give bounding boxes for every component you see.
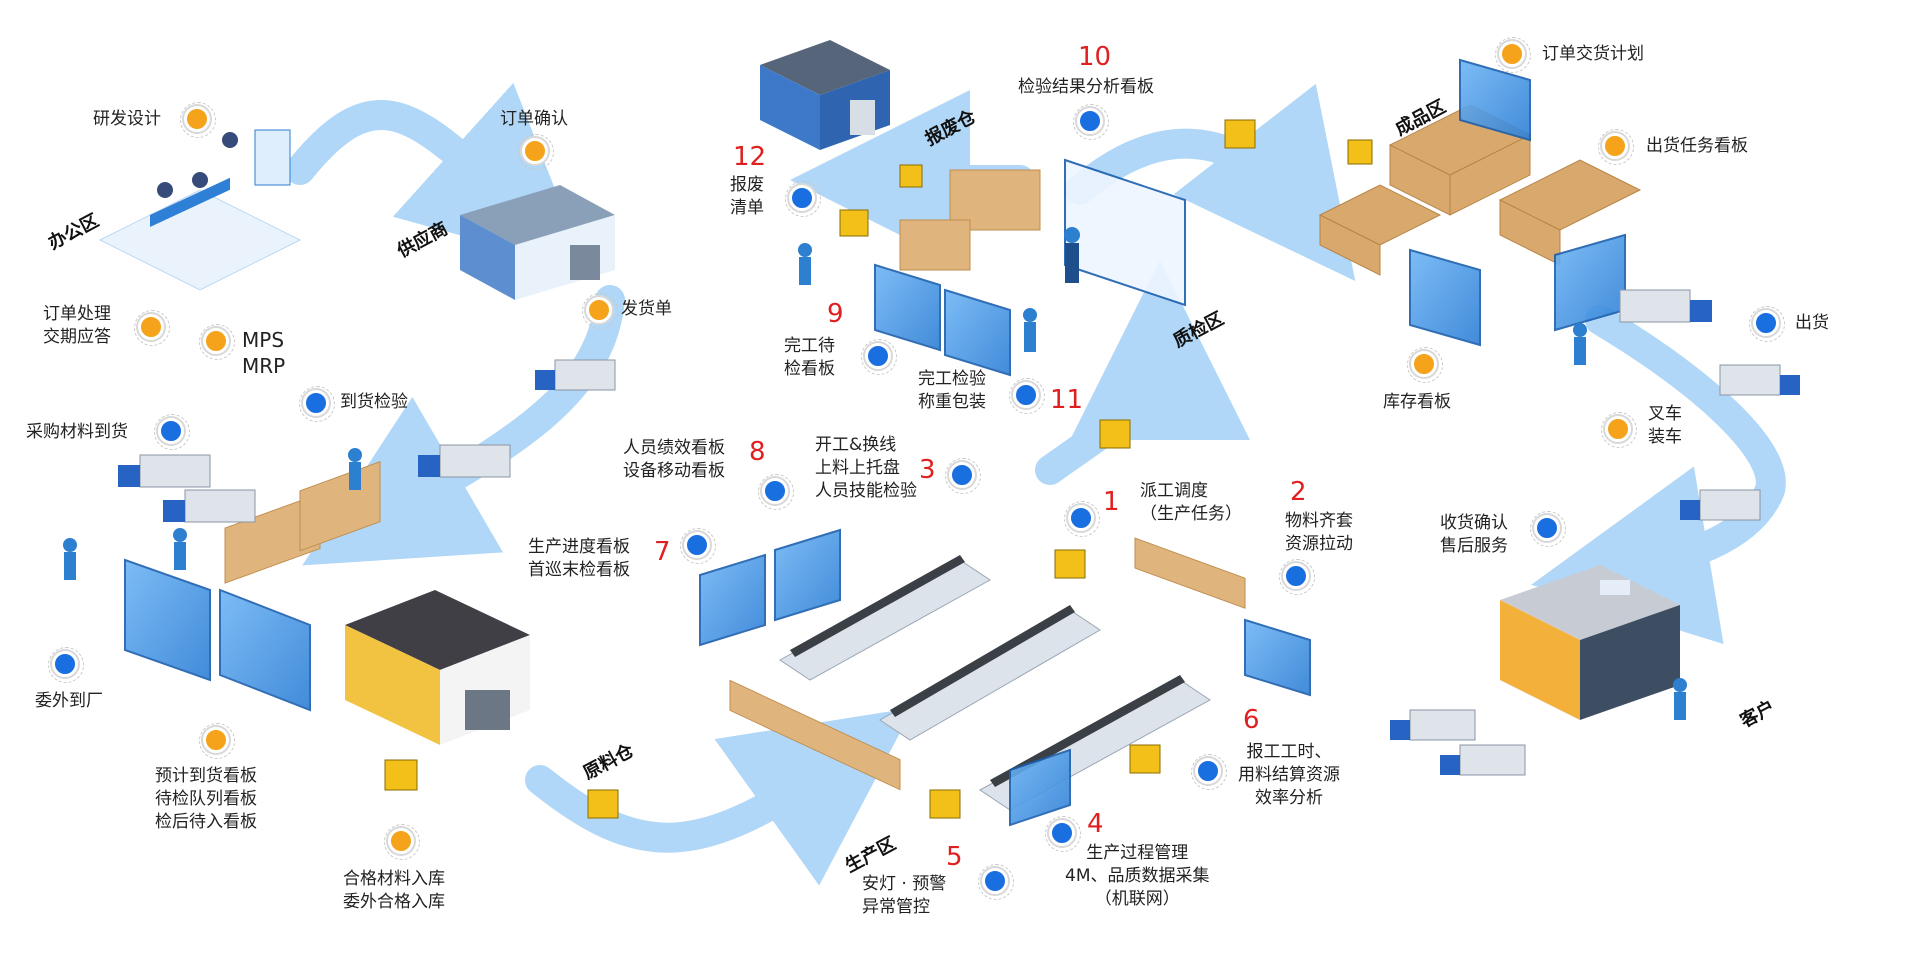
marker-dot	[680, 528, 716, 564]
marker-dot	[1598, 129, 1634, 165]
marker-dot	[1601, 412, 1637, 448]
marker-dot	[945, 458, 981, 494]
step-number-7: 7	[654, 537, 671, 567]
label-delivery-plan: 订单交货计划	[1542, 44, 1644, 64]
scrap-building	[760, 40, 890, 150]
marker-dot	[582, 293, 618, 329]
step-number-5: 5	[946, 842, 963, 872]
office-platform	[98, 129, 302, 291]
marker-dot	[1749, 306, 1785, 342]
label-scrap-list: 报废清单	[730, 175, 764, 218]
marker-dot	[154, 414, 190, 450]
marker-dot	[48, 647, 84, 683]
label-inspection-board: 检验结果分析看板	[1018, 77, 1154, 97]
label-staff-boards: 人员绩效看板设备移动看板	[623, 438, 725, 481]
step-number-4: 4	[1087, 809, 1104, 839]
label-order-process: 订单处理交期应答	[43, 304, 111, 347]
marker-dot	[518, 134, 554, 170]
marker-dot	[299, 386, 335, 422]
label-ship-note: 发货单	[621, 299, 672, 319]
forklifts	[384, 119, 1373, 819]
step-number-6: 6	[1243, 705, 1260, 735]
raw-warehouse	[345, 590, 530, 745]
label-andon: 安灯 · 预警异常管控	[862, 874, 947, 917]
label-material-pull: 物料齐套资源拉动	[1285, 511, 1353, 554]
marker-dot	[1530, 511, 1566, 547]
label-purchase-arrival: 采购材料到货	[26, 422, 128, 442]
marker-dot	[1495, 37, 1531, 73]
label-finish-wait: 完工待检看板	[784, 336, 835, 379]
marker-dot	[1191, 754, 1227, 790]
label-arrival-boards: 预计到货看板待检队列看板检后待入看板	[155, 766, 257, 832]
label-report-work: 报工工时、用料结算资源效率分析	[1238, 742, 1340, 808]
label-forklift-load: 叉车装车	[1648, 404, 1682, 447]
step-number-8: 8	[749, 437, 766, 467]
marker-dot	[199, 723, 235, 759]
workers	[63, 227, 1687, 720]
marker-dot	[384, 824, 420, 860]
label-order-confirm: 订单确认	[500, 109, 568, 129]
step-number-9: 9	[827, 299, 844, 329]
label-ship-out: 出货	[1795, 313, 1829, 333]
marker-dot	[1064, 501, 1100, 537]
marker-dot	[1009, 378, 1045, 414]
trucks	[118, 289, 1800, 776]
label-receipt: 收货确认售后服务	[1440, 513, 1508, 556]
production-lines	[779, 555, 1211, 811]
marker-dot	[785, 181, 821, 217]
label-arrival-check: 到货检验	[340, 392, 408, 412]
step-number-1: 1	[1103, 487, 1120, 517]
storage-racks	[224, 169, 1246, 791]
marker-dot	[1073, 104, 1109, 140]
marker-dot	[180, 102, 216, 138]
step-number-12: 12	[733, 142, 767, 172]
label-inventory-board: 库存看板	[1383, 392, 1451, 412]
marker-dot	[861, 339, 897, 375]
step-number-11: 11	[1050, 385, 1084, 415]
marker-dot	[978, 864, 1014, 900]
label-qualified-in: 合格材料入库委外合格入库	[343, 869, 445, 912]
customer-building	[1500, 565, 1680, 720]
label-finish-check: 完工检验称重包装	[918, 369, 986, 412]
label-ship-task: 出货任务看板	[1646, 136, 1748, 156]
label-dispatch: 派工调度（生产任务）	[1140, 481, 1242, 524]
label-rd: 研发设计	[93, 109, 161, 129]
supplier-building	[460, 185, 615, 300]
step-number-2: 2	[1290, 477, 1307, 507]
label-progress-boards: 生产进度看板首巡末检看板	[528, 537, 630, 580]
label-outsource-arrival: 委外到厂	[35, 691, 103, 711]
marker-dot	[199, 324, 235, 360]
label-start-line: 开工&换线上料上托盘人员技能检验	[815, 435, 917, 501]
step-number-10: 10	[1078, 42, 1112, 72]
step-number-3: 3	[919, 455, 936, 485]
marker-dot	[758, 474, 794, 510]
marker-dot	[134, 310, 170, 346]
dashboard-screens	[124, 58, 1626, 827]
marker-dot	[1045, 816, 1081, 852]
marker-dot	[1407, 347, 1443, 383]
marker-dot	[1279, 559, 1315, 595]
